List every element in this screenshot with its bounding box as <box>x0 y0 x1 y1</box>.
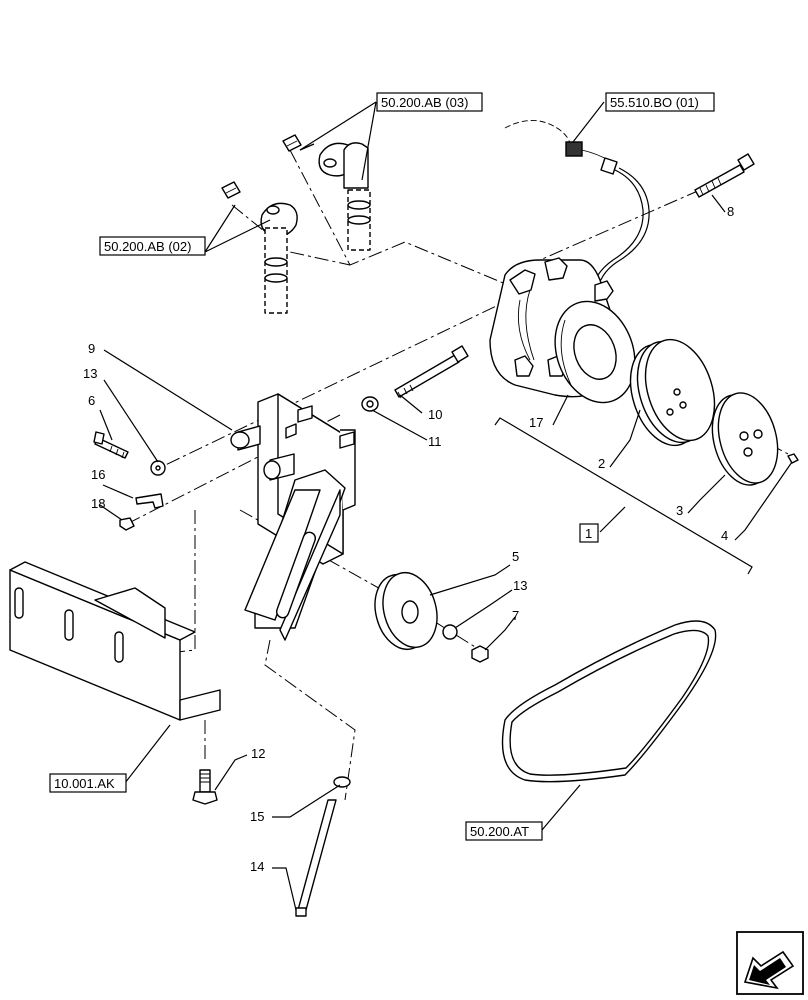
ref-bo01[interactable]: 55.510.BO (01) <box>605 92 715 112</box>
leader-lines <box>99 101 793 911</box>
callout-13a: 13 <box>83 366 97 381</box>
ref-group[interactable]: 1 <box>579 523 599 543</box>
compressor <box>489 257 636 404</box>
callout-4: 4 <box>721 528 728 543</box>
cover-3 <box>711 392 779 486</box>
bolt-12 <box>192 769 218 805</box>
callout-14: 14 <box>250 859 264 874</box>
base-bracket <box>9 561 221 721</box>
ref-group-label: 1 <box>585 526 592 541</box>
group-bracket <box>494 417 753 575</box>
callout-labels: 2 3 4 5 6 7 8 9 10 11 12 13 13 14 15 16 … <box>83 204 734 874</box>
wire-harness <box>504 120 650 296</box>
idler-pulley <box>374 571 489 663</box>
ref-ab03-label: 50.200.AB (03) <box>381 95 468 110</box>
ref-ak-label: 10.001.AK <box>54 776 115 791</box>
callout-3: 3 <box>676 503 683 518</box>
arrow-icon[interactable] <box>736 931 804 995</box>
bracket <box>230 393 356 641</box>
ref-ab03[interactable]: 50.200.AB (03) <box>376 92 483 112</box>
ref-at[interactable]: 50.200.AT <box>465 821 543 841</box>
callout-13b: 13 <box>513 578 527 593</box>
callout-5: 5 <box>512 549 519 564</box>
bolt-8 <box>694 153 755 198</box>
pulley-2 <box>629 338 716 447</box>
callout-12: 12 <box>251 746 265 761</box>
callout-17: 17 <box>529 415 543 430</box>
hose-ab02 <box>221 181 298 314</box>
callout-7: 7 <box>512 608 519 623</box>
callout-9: 9 <box>88 341 95 356</box>
center-lines <box>124 149 791 801</box>
callout-6: 6 <box>88 393 95 408</box>
screw-4 <box>787 453 799 464</box>
ref-ak[interactable]: 10.001.AK <box>49 773 127 793</box>
ref-ab02-label: 50.200.AB (02) <box>104 239 191 254</box>
small-parts-left <box>93 431 166 531</box>
callout-10: 10 <box>428 407 442 422</box>
callout-18: 18 <box>91 496 105 511</box>
callout-15: 15 <box>250 809 264 824</box>
callout-11: 11 <box>428 434 442 449</box>
ref-bo01-label: 55.510.BO (01) <box>610 95 699 110</box>
hose-ab03 <box>282 134 371 251</box>
callout-2: 2 <box>598 456 605 471</box>
belt <box>501 620 717 783</box>
ref-ab02[interactable]: 50.200.AB (02) <box>99 236 206 256</box>
rod-14 <box>295 776 351 917</box>
callout-8: 8 <box>727 204 734 219</box>
callout-16: 16 <box>91 467 105 482</box>
bolt-10 <box>361 345 469 412</box>
ref-at-label: 50.200.AT <box>470 824 529 839</box>
